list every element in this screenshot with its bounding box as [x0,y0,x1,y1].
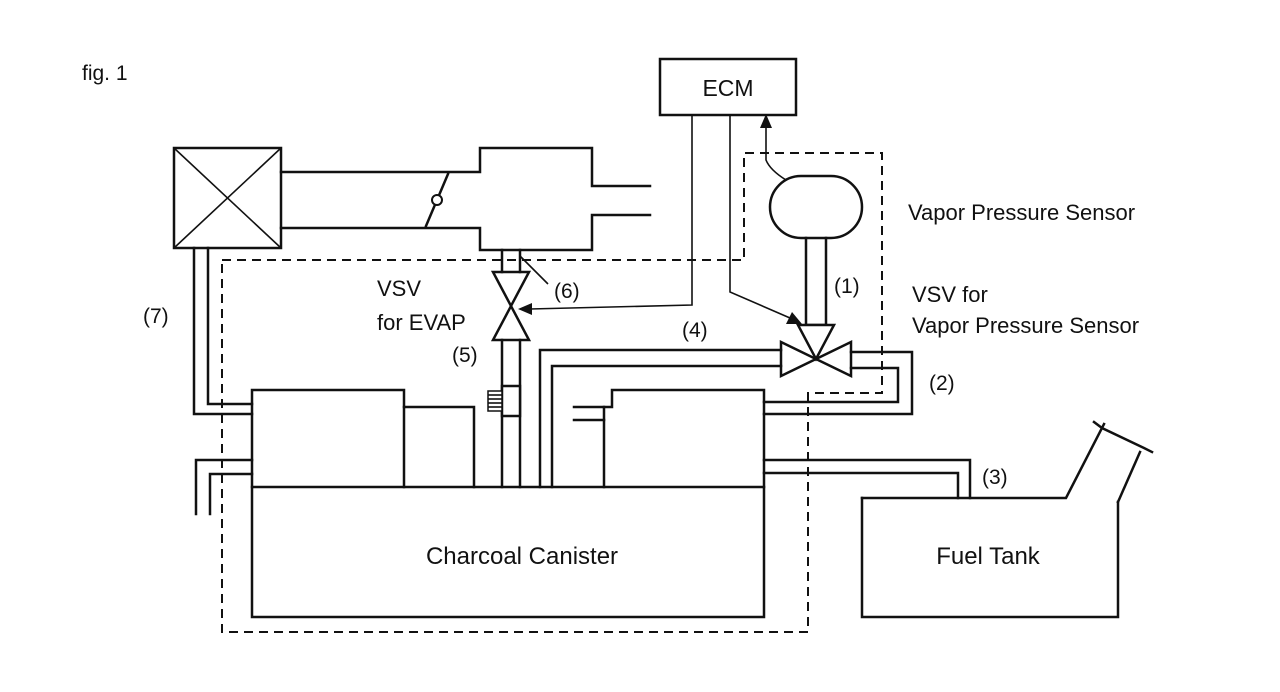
hose-3-label: (3) [982,466,1008,489]
ecm-control-wire-vps [729,115,802,324]
hose-2-label: (2) [929,372,955,395]
intake-manifold [279,146,652,252]
charcoal-canister-label: Charcoal Canister [426,543,618,570]
hose-4-label: (4) [682,319,708,342]
hose-5 [487,338,522,489]
hose-3 [762,458,972,500]
vsv-vapor-pressure-sensor [779,323,853,378]
charcoal-canister [194,388,766,619]
hose-6-label: (6) [554,280,580,303]
vsv-vps-label-line1: VSV for [912,282,988,307]
vsv-evap-label-line2: for EVAP [377,310,466,335]
vapor-pressure-sensor [768,174,864,240]
fuel-tank-label: Fuel Tank [936,543,1041,570]
ecm-control-wire-evap [518,115,693,315]
vsv-evap [490,270,532,342]
hose-7 [192,246,254,416]
vsv-evap-label-line1: VSV [377,276,421,301]
vsv-vps-label-line2: Vapor Pressure Sensor [912,313,1139,338]
hose-7-label: (7) [143,305,169,328]
vapor-pressure-sensor-label: Vapor Pressure Sensor [908,200,1135,225]
throttle-valve [424,172,450,228]
fuel-tank [860,420,1154,619]
hose-4 [538,348,783,489]
ecm-box: ECM [658,57,798,117]
hose-1-label: (1) [834,275,860,298]
air-cleaner [172,146,283,250]
sensor-signal-wire [760,114,787,181]
system-boundary [221,152,883,633]
hose-1 [804,236,828,327]
ecm-label: ECM [702,75,753,101]
hose-5-label: (5) [452,344,478,367]
figure-label: fig. 1 [82,62,128,85]
